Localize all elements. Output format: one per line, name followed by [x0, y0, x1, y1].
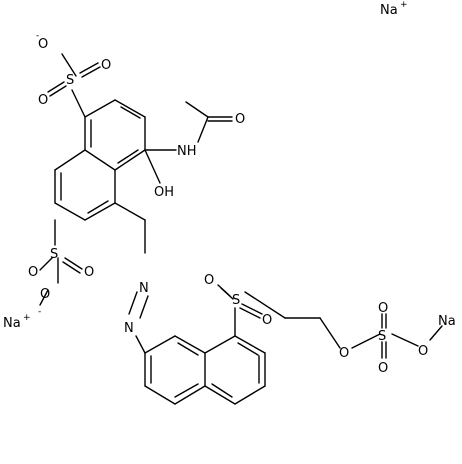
- s-sulfone-label: S: [232, 293, 240, 308]
- atom-labels: Na + O - S O O NH O OH S O O O - Na + N …: [3, 0, 456, 376]
- na-right-label: Na: [438, 314, 456, 329]
- nh-label: NH: [177, 144, 197, 159]
- middle-sulfonate-group: [39, 219, 83, 306]
- oh-label: OH: [154, 185, 174, 200]
- o-carbonyl-label: O: [235, 112, 245, 127]
- hydroxyl-group: [114, 149, 161, 221]
- na-left-charge: +: [23, 313, 31, 323]
- s-top-label: S: [66, 73, 74, 88]
- o-minus-mid-charge: -: [38, 307, 41, 317]
- o-minus-top-charge: -: [36, 31, 39, 41]
- n-azo-1-label: N: [139, 281, 149, 296]
- o-sulfate-na-label: O: [418, 344, 428, 359]
- o-mid-b-label: O: [84, 265, 94, 280]
- o-top-a-label: O: [101, 58, 111, 73]
- lower-naphthalene: [144, 335, 266, 405]
- o-sulfate-top-label: O: [378, 301, 388, 316]
- sulfone-group: [217, 284, 341, 349]
- o-minus-mid-label: O: [40, 287, 50, 302]
- na-top-label: Na: [380, 3, 398, 18]
- s-sulfate-label: S: [378, 329, 386, 344]
- o-mid-a-label: O: [28, 265, 38, 280]
- na-top-charge: +: [400, 0, 408, 10]
- o-sulfone-b-label: O: [262, 313, 272, 328]
- o-sulfate-bottom-label: O: [378, 361, 388, 376]
- upper-naphthalene: [54, 99, 146, 221]
- n-azo-2-label: N: [124, 321, 134, 336]
- s-mid-label: S: [50, 247, 58, 262]
- o-top-b-label: O: [38, 93, 48, 108]
- top-sulfonate-group: [47, 53, 101, 118]
- acetamide-group: [144, 101, 233, 151]
- o-sulfone-a-label: O: [204, 273, 214, 288]
- sulfate-ester-group: [351, 313, 443, 359]
- o-minus-top-label: O: [38, 37, 48, 52]
- na-left-label: Na: [3, 316, 21, 331]
- o-ester-label: O: [339, 346, 349, 361]
- azo-linkage: [128, 219, 149, 354]
